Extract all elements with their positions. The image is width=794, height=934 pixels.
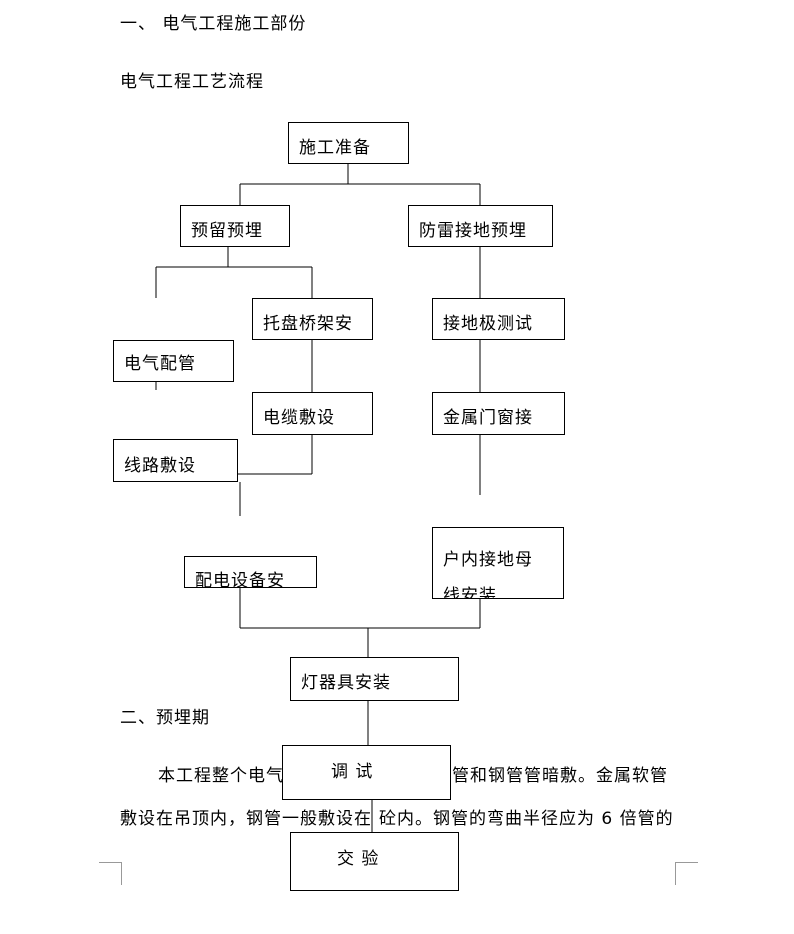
flow-title: 电气工程工艺流程	[120, 72, 264, 92]
flow-step-wiring: 线路敷设	[113, 439, 238, 482]
section2-heading: 二、预埋期	[120, 708, 210, 728]
flow-step-acceptance: 交 验	[290, 832, 459, 891]
paragraph-line1-start: 本工程整个电气	[158, 766, 284, 786]
indoor-ground-line1: 户内接地母	[443, 550, 533, 570]
flow-step-conduit: 电气配管	[113, 340, 234, 382]
margin-corner-right	[675, 862, 698, 885]
flow-step-dist-equipment: 配电设备安	[184, 556, 317, 588]
flow-step-reserve: 预留预埋	[180, 205, 290, 247]
flow-step-indoor-ground: 户内接地母 线安装	[432, 527, 564, 599]
margin-corner-left	[99, 862, 122, 885]
flow-step-metal-window: 金属门窗接	[432, 392, 565, 435]
flow-step-lightning: 防雷接地预埋	[408, 205, 553, 247]
paragraph-line2-a: 敷设在吊顶内，钢管一般敷设在	[120, 809, 372, 829]
flow-step-ground-test: 接地极测试	[432, 298, 565, 340]
paragraph-line2-b: 砼内。钢管的弯曲半径应为 6 倍管的	[379, 809, 674, 829]
flow-step-debug: 调 试	[282, 745, 451, 800]
flow-step-prep: 施工准备	[288, 122, 409, 164]
flow-step-tray: 托盘桥架安	[252, 298, 373, 340]
flow-step-cable: 电缆敷设	[252, 392, 373, 435]
paragraph-line1-end: 管和钢管管暗敷。金属软管	[452, 766, 668, 786]
flow-step-lamps: 灯器具安装	[290, 657, 459, 701]
indoor-ground-line2: 线安装	[443, 586, 497, 599]
section-heading: 一、 电气工程施工部份	[120, 14, 307, 34]
